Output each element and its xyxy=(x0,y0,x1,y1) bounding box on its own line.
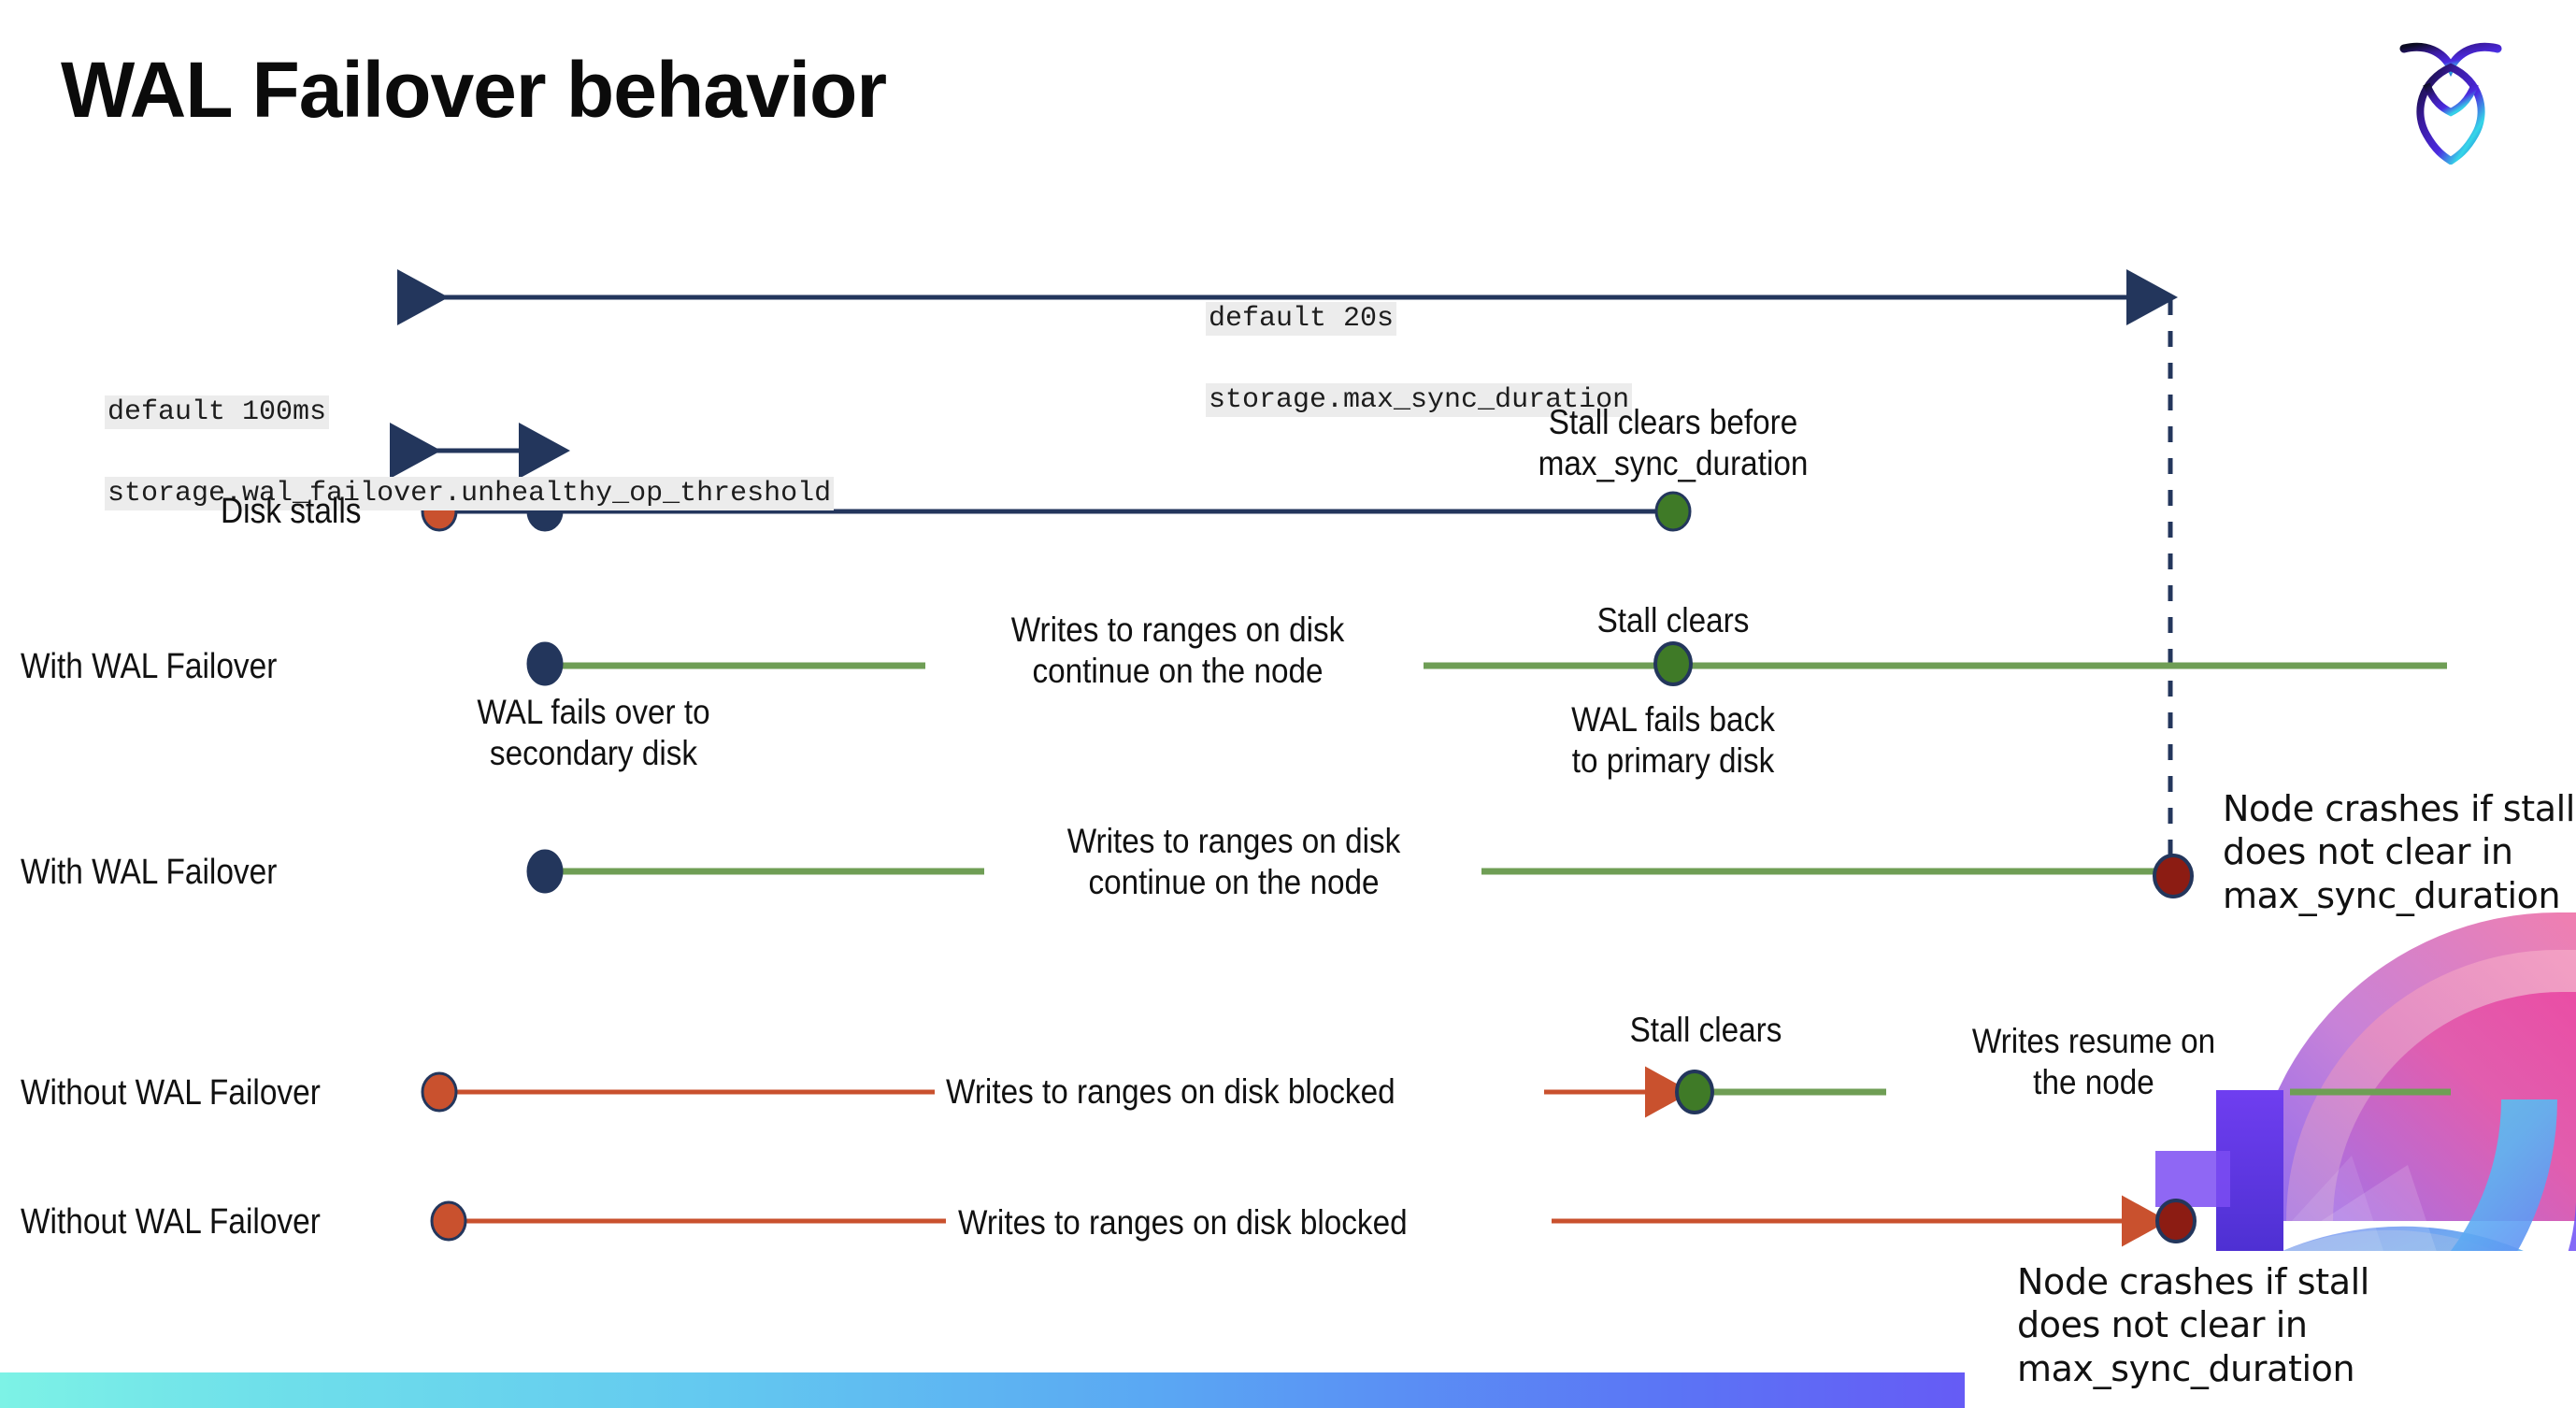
note-node-crashes-2: Node crashes if stall does not clear in … xyxy=(2017,1261,2369,1389)
row-without-wal-failover-2-timeline xyxy=(430,1195,2197,1247)
row-label-with-wal-failover-1: With WAL Failover xyxy=(21,647,278,686)
max-sync-setting-text: storage.max_sync_duration xyxy=(1206,382,1633,417)
note-wal-fails-over: WAL fails over to secondary disk xyxy=(477,693,710,773)
node-crashes-callout-box xyxy=(1965,1251,2576,1408)
row-with-wal-failover-2-timeline xyxy=(526,849,2194,898)
note-stall-clears-2: Stall clears xyxy=(1629,1011,1782,1049)
note-writes-resume: Writes resume on the node xyxy=(1971,1022,2216,1102)
cockroachdb-logo xyxy=(2399,42,2502,165)
max-sync-duration-setting-label: default 20s storage.max_sync_duration xyxy=(1138,258,1633,462)
row-with-wal-failover-1-timeline xyxy=(526,641,2447,686)
note-node-crashes-1: Node crashes if stall does not clear in … xyxy=(2223,788,2575,916)
row-label-disk-stalls: Disk stalls xyxy=(221,492,362,531)
max-sync-default-text: default 20s xyxy=(1206,301,1397,336)
row-label-without-wal-failover-1: Without WAL Failover xyxy=(21,1073,321,1113)
row-label-with-wal-failover-2: With WAL Failover xyxy=(21,853,278,892)
note-stall-clears-before: Stall clears before max_sync_duration xyxy=(1538,403,1809,483)
note-wal-fails-back: WAL fails back to primary disk xyxy=(1571,700,1775,781)
unhealthy-op-default-text: default 100ms xyxy=(105,395,330,429)
row-label-without-wal-failover-2: Without WAL Failover xyxy=(21,1202,321,1242)
row-without-wal-failover-1-timeline xyxy=(421,1066,2451,1118)
note-stall-clears-1: Stall clears xyxy=(1596,601,1750,639)
page-title: WAL Failover behavior xyxy=(61,46,887,134)
note-writes-continue-1: Writes to ranges on disk continue on the… xyxy=(1010,611,1345,691)
unhealthy-op-threshold-setting-label: default 100ms storage.wal_failover.unhea… xyxy=(37,352,835,555)
note-writes-continue-2: Writes to ranges on disk continue on the… xyxy=(1066,822,1401,902)
note-writes-blocked-1: Writes to ranges on disk blocked xyxy=(946,1072,1395,1111)
note-writes-blocked-2: Writes to ranges on disk blocked xyxy=(958,1203,1408,1242)
unhealthy-op-setting-text: storage.wal_failover.unhealthy_op_thresh… xyxy=(105,476,835,510)
